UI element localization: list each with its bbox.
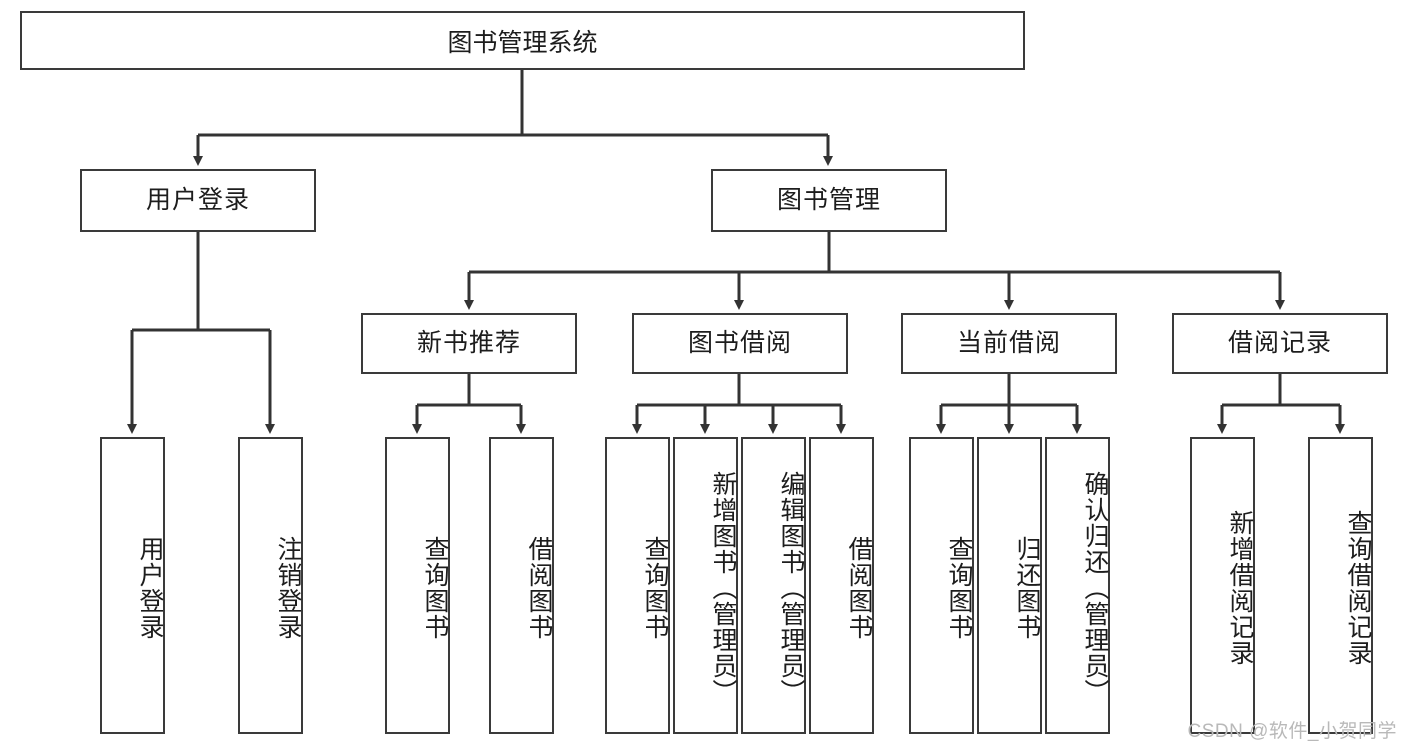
leaf-user-login-logout[interactable]: 注销登录 bbox=[238, 437, 303, 734]
node-label: 注销登录 bbox=[274, 535, 302, 640]
node-book-management[interactable]: 图书管理 bbox=[711, 169, 947, 232]
leaf-current-borrow-query[interactable]: 查询图书 bbox=[909, 437, 974, 734]
leaf-borrow-record-add[interactable]: 新增借阅记录 bbox=[1190, 437, 1255, 734]
leaf-book-borrow-edit[interactable]: 编辑图书（管理员） bbox=[741, 437, 806, 734]
node-label: 查询图书 bbox=[641, 535, 669, 640]
leaf-new-book-borrow[interactable]: 借阅图书 bbox=[489, 437, 554, 734]
leaf-book-borrow-query[interactable]: 查询图书 bbox=[605, 437, 670, 734]
node-label: 当前借阅 bbox=[956, 328, 1061, 357]
node-user-login[interactable]: 用户登录 bbox=[80, 169, 316, 232]
node-label: 新书推荐 bbox=[416, 328, 521, 357]
leaf-borrow-record-query[interactable]: 查询借阅记录 bbox=[1308, 437, 1373, 734]
node-label: 查询图书 bbox=[421, 535, 449, 640]
node-root-system[interactable]: 图书管理系统 bbox=[20, 11, 1025, 70]
watermark: CSDN @软件_小贺同学 bbox=[1187, 721, 1397, 742]
node-label: 借阅记录 bbox=[1227, 328, 1332, 357]
node-label: 用户登录 bbox=[136, 535, 164, 640]
node-borrow-record[interactable]: 借阅记录 bbox=[1172, 313, 1388, 374]
node-label: 用户登录 bbox=[145, 185, 250, 214]
node-label: 确认归还（管理员） bbox=[1081, 470, 1109, 705]
node-new-book-recommend[interactable]: 新书推荐 bbox=[361, 313, 577, 374]
leaf-new-book-query[interactable]: 查询图书 bbox=[385, 437, 450, 734]
node-book-borrow[interactable]: 图书借阅 bbox=[632, 313, 848, 374]
node-label: 借阅图书 bbox=[845, 535, 873, 640]
node-label: 图书借阅 bbox=[687, 328, 792, 357]
node-label: 查询借阅记录 bbox=[1344, 509, 1372, 666]
node-label: 编辑图书（管理员） bbox=[777, 470, 805, 705]
leaf-book-borrow-add[interactable]: 新增图书（管理员） bbox=[673, 437, 738, 734]
node-current-borrow[interactable]: 当前借阅 bbox=[901, 313, 1117, 374]
leaf-user-login-login[interactable]: 用户登录 bbox=[100, 437, 165, 734]
node-label: 查询图书 bbox=[945, 535, 973, 640]
leaf-current-borrow-confirm[interactable]: 确认归还（管理员） bbox=[1045, 437, 1110, 734]
node-label: 新增借阅记录 bbox=[1226, 509, 1254, 666]
node-label: 图书管理 bbox=[776, 185, 881, 214]
leaf-current-borrow-return[interactable]: 归还图书 bbox=[977, 437, 1042, 734]
node-label: 归还图书 bbox=[1013, 535, 1041, 640]
node-label: 新增图书（管理员） bbox=[709, 470, 737, 705]
node-label: 借阅图书 bbox=[525, 535, 553, 640]
node-label: 图书管理系统 bbox=[447, 28, 598, 57]
leaf-book-borrow-borrow[interactable]: 借阅图书 bbox=[809, 437, 874, 734]
